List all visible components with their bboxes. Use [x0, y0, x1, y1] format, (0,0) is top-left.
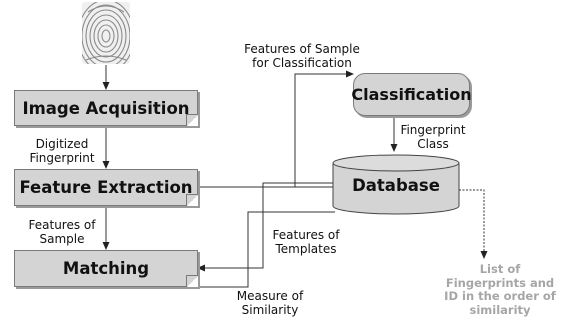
fingerprint-icon	[82, 2, 130, 64]
image-acquisition-box: Image Acquisition	[14, 90, 198, 126]
output-list-label: List of Fingerprints and ID in the order…	[444, 262, 556, 317]
classification-box: Classification	[351, 73, 472, 116]
database-label: Database	[352, 176, 440, 195]
arrow-templates-to-matching	[197, 182, 333, 272]
measure-of-similarity-label: Measure of Similarity	[236, 289, 304, 317]
features-of-templates-label: Features of Templates	[272, 228, 340, 256]
feature-extraction-label: Feature Extraction	[19, 178, 193, 197]
fingerprint-class-label: Fingerprint Class	[400, 123, 466, 151]
database-cylinder	[332, 154, 460, 215]
features-for-classification-label: Features of Sample for Classification	[244, 42, 360, 70]
classification-label: Classification	[351, 85, 472, 104]
arrow-sample-to-classification	[198, 70, 354, 188]
matching-label: Matching	[62, 259, 150, 278]
features-of-sample-label: Features of Sample	[28, 218, 96, 246]
image-acquisition-label: Image Acquisition	[22, 98, 190, 118]
feature-extraction-box: Feature Extraction	[14, 169, 198, 206]
arrow-database-to-output	[459, 189, 488, 259]
matching-box: Matching	[14, 250, 198, 287]
digitized-fingerprint-label: Digitized Fingerprint	[29, 137, 95, 165]
line-matching-to-database	[198, 211, 335, 288]
